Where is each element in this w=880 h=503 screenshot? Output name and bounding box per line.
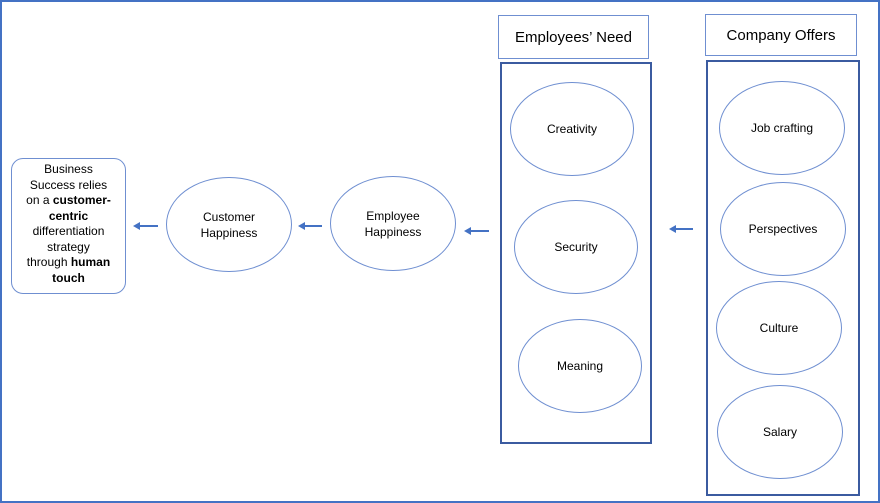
business-line-8: touch — [52, 270, 85, 285]
business-line-7: through human — [26, 255, 111, 269]
business-line-6: strategy — [47, 239, 90, 254]
need-meaning-label: Meaning — [556, 359, 604, 373]
company-offers-title: Company Offers — [705, 14, 857, 56]
arrow-offers-to-needs-head — [669, 225, 676, 233]
business-line-3: on a customer- — [26, 193, 111, 207]
offer-perspectives-node: Perspectives — [720, 182, 846, 276]
offer-job-crafting-node: Job crafting — [719, 81, 845, 175]
business-line-1: Business — [44, 162, 93, 176]
need-creativity-node: Creativity — [510, 82, 634, 176]
business-line-4: centric — [48, 208, 89, 223]
company-offers-title-text: Company Offers — [726, 26, 836, 44]
employees-need-frame — [500, 62, 652, 444]
arrow-needs-to-employee-head — [464, 227, 471, 235]
need-creativity-label: Creativity — [546, 122, 597, 136]
need-meaning-node: Meaning — [518, 319, 642, 413]
need-security-node: Security — [514, 200, 638, 294]
employees-need-title-text: Employees’ Need — [514, 28, 632, 46]
employee-happiness-label: Employee Happiness — [364, 208, 422, 239]
offer-perspectives-label: Perspectives — [748, 222, 818, 236]
business-line-2: Success relies — [29, 177, 108, 192]
customer-happiness-label: Customer Happiness — [200, 209, 258, 240]
arrow-employee-to-customer-head — [298, 222, 305, 230]
company-offers-frame — [706, 60, 860, 496]
employee-happiness-node: Employee Happiness — [330, 176, 456, 271]
employees-need-title: Employees’ Need — [498, 15, 649, 59]
need-security-label: Security — [554, 240, 598, 254]
offer-salary-node: Salary — [717, 385, 843, 479]
offer-culture-label: Culture — [759, 321, 799, 335]
offer-culture-node: Culture — [716, 281, 842, 375]
offer-salary-label: Salary — [762, 425, 797, 439]
customer-happiness-node: Customer Happiness — [166, 177, 292, 272]
arrow-customer-to-business-head — [133, 222, 140, 230]
offer-job-crafting-label: Job crafting — [750, 121, 814, 135]
business-success-box: Business Success relies on a customer- c… — [11, 158, 126, 294]
business-line-5: differentiation — [32, 224, 105, 238]
